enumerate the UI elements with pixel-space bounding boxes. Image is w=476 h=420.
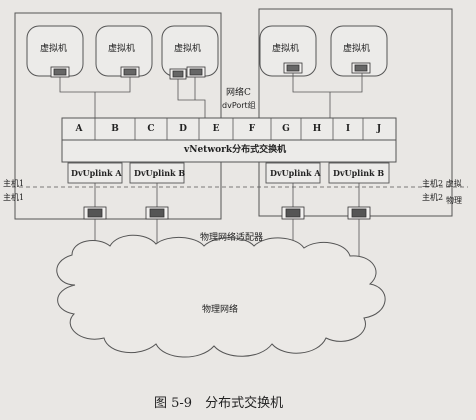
uplink-label: DvUplink B — [134, 168, 186, 178]
vm-label: 虚拟机 — [40, 44, 68, 54]
port-label: B — [111, 124, 119, 134]
port-label: E — [212, 124, 220, 134]
port-label: I — [345, 124, 351, 134]
vnic-icon — [169, 66, 206, 80]
vnic-icon — [50, 66, 70, 78]
port-label: C — [147, 124, 155, 134]
physical-network-label: 物理网络 — [202, 305, 239, 315]
host1-virtual-label: 主机1 — [3, 179, 25, 188]
vm-label: 虚拟机 — [343, 44, 371, 54]
port-label: F — [248, 124, 256, 134]
vm-connections — [59, 73, 363, 120]
uplink-label: DvUplink A — [270, 168, 321, 178]
physical-nic-icon — [347, 206, 371, 220]
switch-label: vNetwork分布式交换机 — [184, 145, 287, 155]
uplink-connections — [94, 183, 360, 207]
vm-label: 虚拟机 — [272, 44, 300, 54]
port-label: A — [75, 124, 83, 134]
uplink-label: DvUplink A — [71, 168, 122, 178]
physical-tag: 物理 — [446, 196, 462, 205]
physical-nic-icon — [83, 206, 107, 220]
port-label: D — [179, 124, 187, 134]
portgroup-label: dvPort组 — [222, 101, 256, 110]
host1-box — [14, 12, 222, 220]
port-label: H — [312, 124, 322, 134]
vnic-icon — [351, 62, 371, 74]
host2-virtual-label: 主机2 虚拟 — [422, 179, 462, 188]
port-dividers — [94, 118, 364, 140]
vm-label: 虚拟机 — [174, 44, 202, 54]
vm-box-5 — [330, 25, 388, 77]
port-label: J — [376, 124, 382, 134]
figure-caption: 图 5-9 分布式交换机 — [154, 396, 284, 411]
vnic-icon — [120, 66, 140, 78]
vnic-icon — [283, 62, 303, 74]
host2-physical-label: 主机2 — [422, 193, 444, 202]
port-label: G — [282, 124, 290, 134]
adapter-label: 物理网络适配器 — [200, 233, 264, 243]
host1-physical-label: 主机1 — [3, 193, 25, 202]
switch-bar — [61, 139, 397, 163]
uplink-label: DvUplink B — [333, 168, 385, 178]
physical-network-cloud — [56, 234, 386, 358]
physical-nic-icon — [145, 206, 169, 220]
vm-label: 虚拟机 — [108, 44, 136, 54]
physical-nic-icon — [281, 206, 305, 220]
network-label: 网络C — [226, 88, 251, 98]
